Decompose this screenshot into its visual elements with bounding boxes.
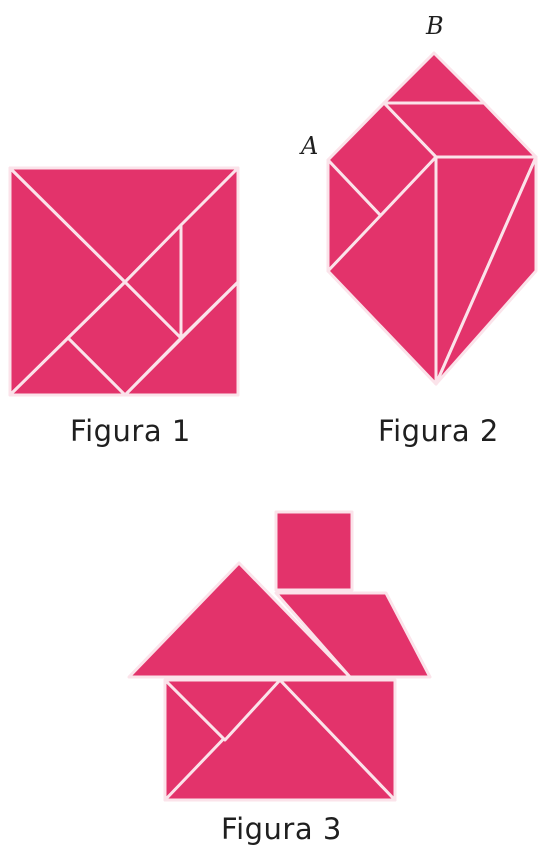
fig2-small-triangle-top <box>384 53 484 103</box>
fig3-chimney-square <box>276 512 352 590</box>
figure-1-square <box>10 168 238 395</box>
vertex-label-b: B <box>426 12 444 40</box>
vertex-label-a: A <box>301 132 318 160</box>
figure-1-caption: Figura 1 <box>70 414 191 448</box>
figure-2-caption: Figura 2 <box>378 414 499 448</box>
figure-3-caption: Figura 3 <box>221 812 342 846</box>
figure-3-house <box>129 512 430 800</box>
figure-2-shape <box>328 53 536 384</box>
